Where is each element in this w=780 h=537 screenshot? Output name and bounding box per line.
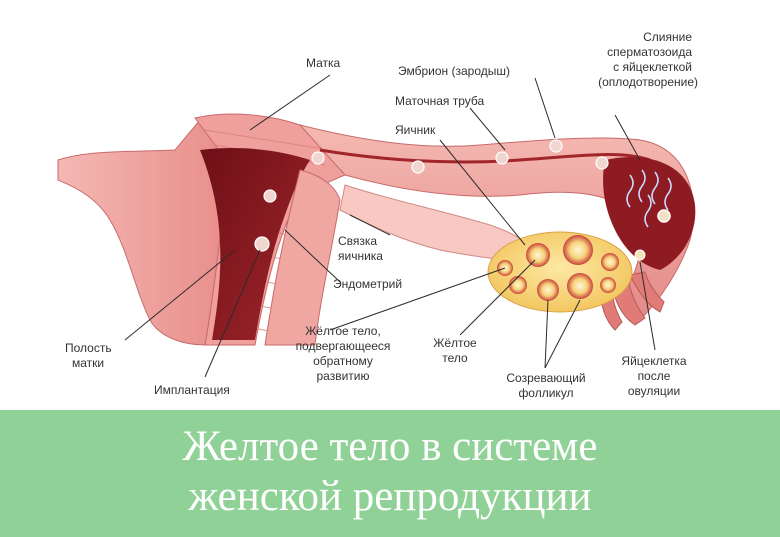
label-egg-line3: овуляции [628,384,680,398]
ovulated-egg-shape [634,249,646,261]
label-implantation: Имплантация [154,383,230,397]
label-uterus: Матка [306,56,341,70]
label-embryo: Эмбрион (зародыш) [398,64,510,78]
reproductive-system-diagram: Матка Эмбрион (зародыш) Слияние спермато… [57,30,698,400]
label-fusion-line1: Слияние [643,30,692,44]
fertilized-egg-shape [657,209,671,223]
label-egg-line1: Яйцеклетка [621,354,686,368]
caption-title: Желтое тело в системе женской репродукци… [0,422,780,522]
label-corpus-line1: Жёлтое [433,336,477,350]
label-fusion-line4: (оплодотворение) [598,75,698,89]
label-ligament-line2: яичника [338,249,383,263]
pointer-lines [124,74,656,378]
tube-lumen-shape [319,148,651,164]
label-follicle-line2: фолликул [518,386,573,400]
label-ovary: Яичник [395,123,436,137]
label-ligament-line1: Связка [338,234,377,248]
sperm-cells [626,169,672,228]
label-fallopian-tube: Маточная труба [395,94,484,108]
embryo-cells [254,139,609,252]
label-fusion-line2: сперматозоида [607,45,692,59]
label-regress-line4: развитию [317,369,370,383]
ovary-follicles [497,235,619,301]
label-fusion-line3: с яйцеклеткой [613,60,692,74]
fallopian-tube-shape [298,124,694,321]
label-egg-line2: после [638,369,671,383]
label-endometrium: Эндометрий [333,277,402,291]
caption-banner [0,410,780,537]
endometrium-layer-shape [264,169,341,346]
ovary-shape [487,231,633,313]
label-follicle-line1: Созревающий [506,371,585,385]
label-regress-line1: Жёлтое тело, [305,324,381,338]
label-cavity-line2: матки [72,356,104,370]
caption-line2: женской репродукции [188,473,592,520]
caption-line1: Желтое тело в системе [182,423,598,470]
label-corpus-line2: тело [442,351,468,365]
label-cavity-line1: Полость [65,341,112,355]
diagram-labels: Матка Эмбрион (зародыш) Слияние спермато… [65,30,698,400]
label-regress-line3: обратному [313,354,373,368]
label-regress-line2: подвергающееся [296,339,391,353]
ampulla-shape [603,157,696,270]
